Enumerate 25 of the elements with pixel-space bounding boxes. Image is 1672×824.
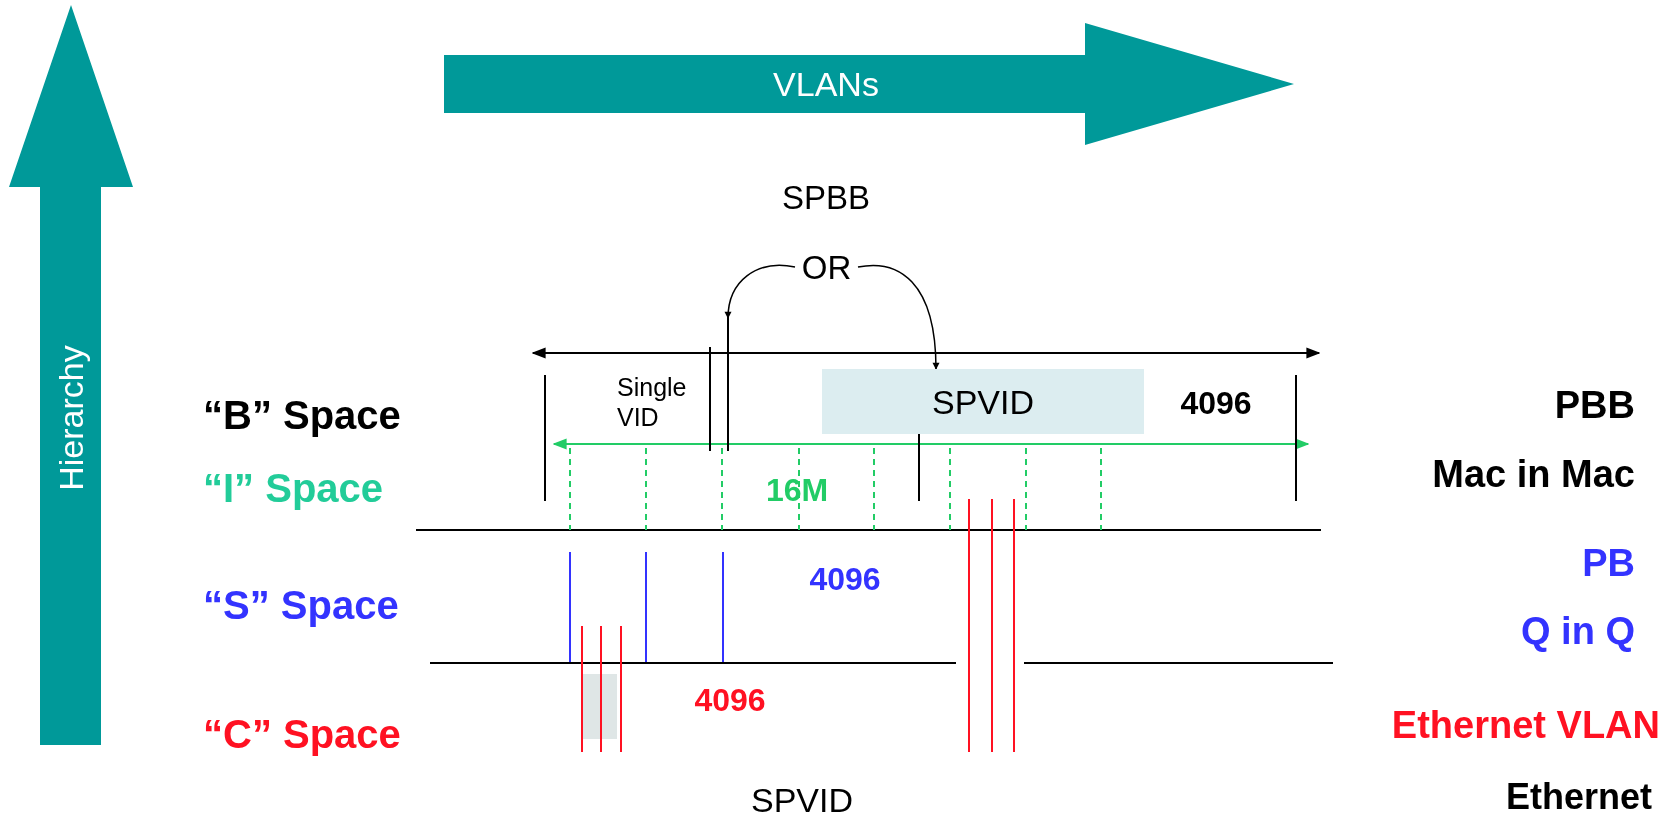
curved-arrow <box>724 264 796 319</box>
choice-label: OR <box>801 250 852 284</box>
space-label: “I” Space <box>203 468 384 508</box>
range-size-label: 4096 <box>809 563 881 595</box>
standard-label: Ethernet VLAN <box>1391 706 1660 744</box>
hierarchy-arrow <box>9 5 133 745</box>
range-size-label: 4096 <box>694 684 766 716</box>
range-label: Single VID <box>617 372 688 432</box>
standard-label: PBB <box>1554 386 1635 424</box>
standard-label: Ethernet <box>1505 779 1652 815</box>
vlans-arrow <box>444 23 1294 145</box>
curved-arrow <box>857 264 940 370</box>
standard-label: PB <box>1582 544 1635 582</box>
arrow-label: VLANs <box>773 67 879 101</box>
space-label: “B” Space <box>203 395 401 435</box>
spvid-range-box: SPVID <box>822 369 1144 434</box>
space-label: “C” Space <box>203 714 401 754</box>
range-size-label: 16M <box>765 474 829 506</box>
standard-label: Q in Q <box>1521 612 1635 650</box>
range-label: SPVID <box>751 783 853 817</box>
space-label: “S” Space <box>203 585 399 625</box>
arrow-label: Hierarchy <box>54 345 88 491</box>
range-size-label: 4096 <box>1180 387 1252 419</box>
protocol-label: SPBB <box>782 180 870 214</box>
standard-label: Mac in Mac <box>1432 455 1635 493</box>
